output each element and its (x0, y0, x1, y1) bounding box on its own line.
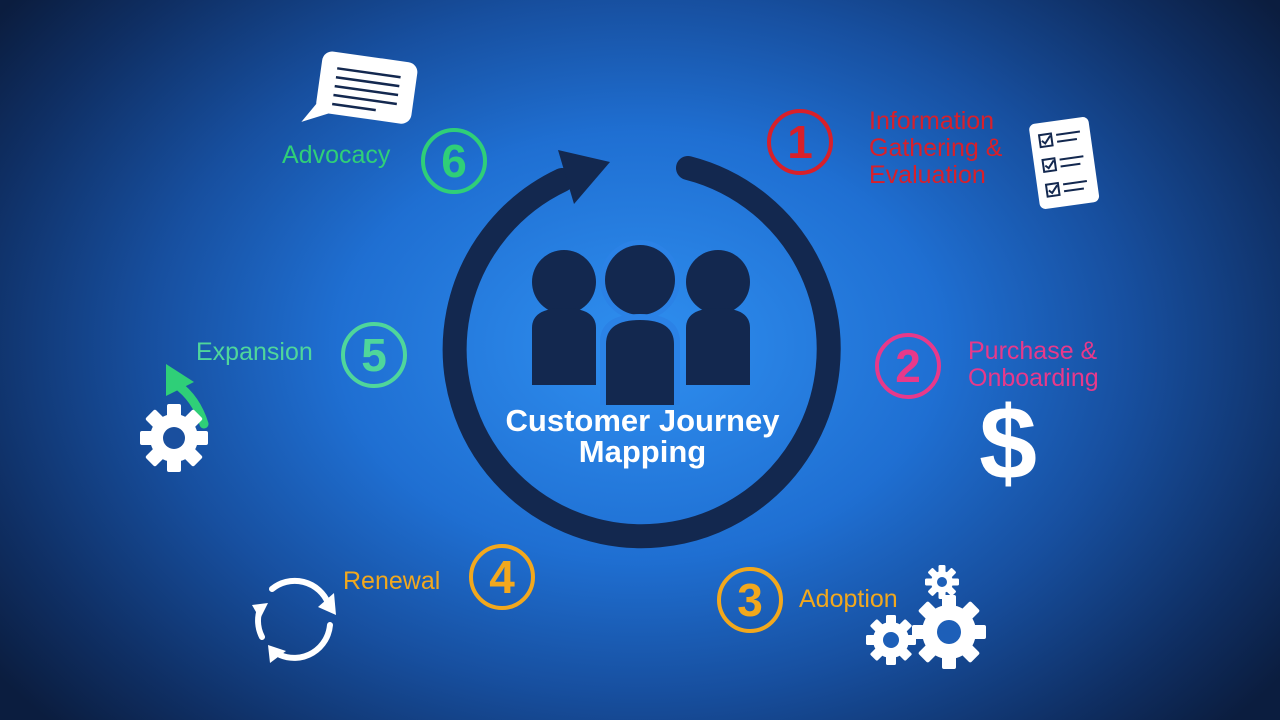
stage-2-label: Purchase & Onboarding (968, 337, 1099, 392)
gear-arrow-icon (140, 364, 209, 472)
stage-4-label: Renewal (343, 567, 441, 595)
stage-5-label: Expansion (196, 338, 313, 366)
stage-3-label: Adoption (799, 585, 898, 613)
stage-5-number: 5 (341, 322, 407, 388)
stage-1-number: 1 (767, 109, 833, 175)
refresh-icon (252, 577, 336, 663)
stage-6-label: Advocacy (282, 141, 391, 169)
speech-bubble-icon (301, 51, 418, 124)
people-group-icon (532, 240, 750, 405)
stage-4-number: 4 (469, 544, 535, 610)
checklist-icon (1029, 117, 1100, 209)
stage-1-label: Information Gathering & Evaluation (869, 107, 1003, 189)
gears-icon (866, 565, 986, 669)
stage-2-number: 2 (875, 333, 941, 399)
stage-6-number: 6 (421, 128, 487, 194)
dollar-icon: $ (979, 386, 1037, 502)
stage-3-number: 3 (717, 567, 783, 633)
diagram-title: Customer Journey Mapping (505, 403, 780, 469)
